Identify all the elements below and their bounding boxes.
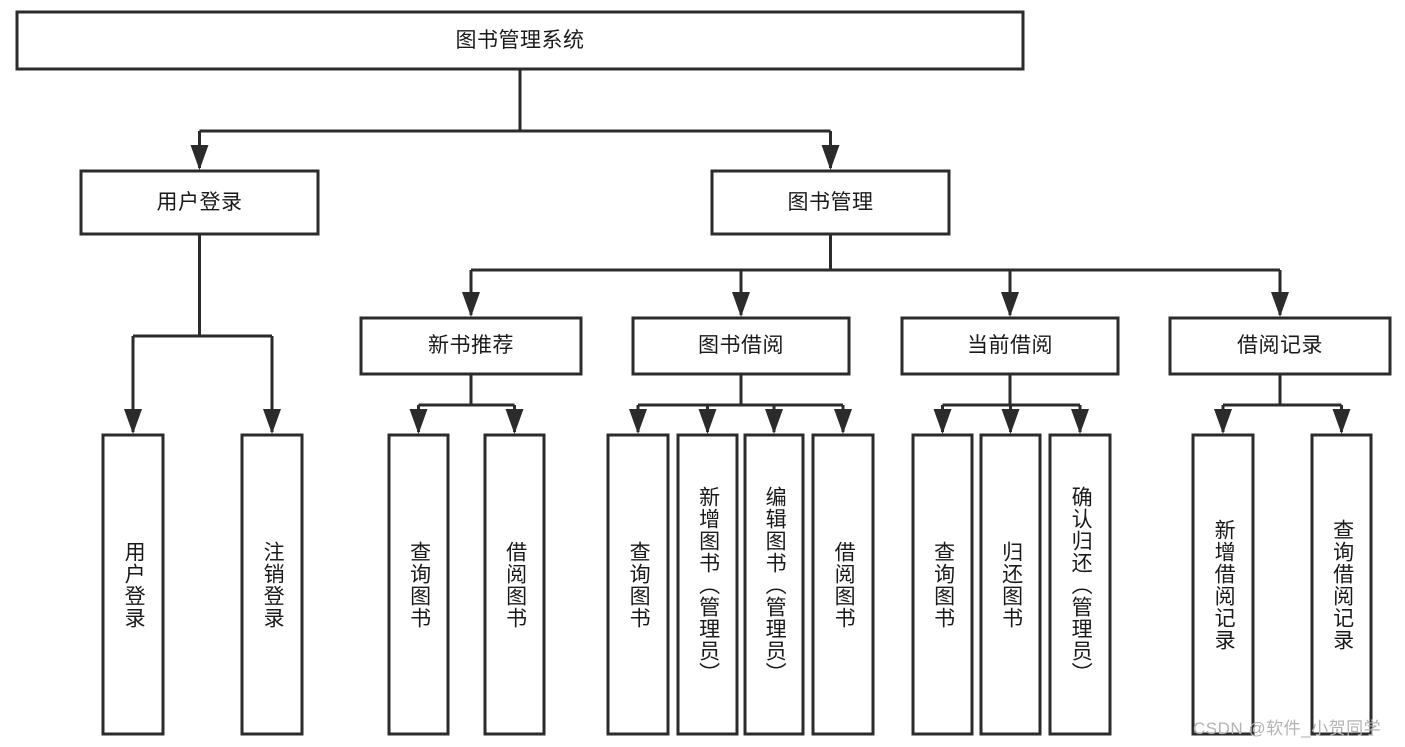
level2-node-1[interactable] <box>631 316 851 376</box>
arrow-head-leaf-1-0 <box>409 409 428 434</box>
arrow-head-leaf-2-3 <box>834 409 852 434</box>
leaf-node-9[interactable] <box>979 433 1042 736</box>
leaf-node-1[interactable] <box>240 433 304 736</box>
arrow-head-leaf-0-0 <box>124 409 142 434</box>
leaf-node-8[interactable] <box>911 433 974 736</box>
arrow-head-leaf-0-1 <box>263 409 281 434</box>
arrow-head-leaf-4-0 <box>1214 409 1232 434</box>
leaf-node-3[interactable] <box>483 433 546 736</box>
node-rect-layer <box>15 10 1392 736</box>
arrow-head-level2-3 <box>1271 292 1289 317</box>
leaf-node-5[interactable] <box>676 433 739 736</box>
arrow-head-level2-1 <box>732 292 750 317</box>
leaf-node-10[interactable] <box>1048 433 1112 736</box>
arrow-head-level2-0 <box>462 292 480 317</box>
level1-node-0[interactable] <box>79 169 320 236</box>
level1-node-1[interactable] <box>710 169 951 236</box>
connector-layer <box>124 69 1351 434</box>
leaf-node-6[interactable] <box>743 433 805 736</box>
leaf-node-0[interactable] <box>101 433 165 736</box>
arrow-head-leaf-2-0 <box>629 409 647 434</box>
arrow-head-leaf-3-1 <box>1001 409 1020 434</box>
root-node[interactable] <box>15 10 1025 71</box>
level2-node-0[interactable] <box>359 316 583 376</box>
leaf-node-2[interactable] <box>387 433 450 736</box>
csdn-watermark: CSDN @软件_小贺同学 <box>1193 719 1382 738</box>
arrow-head-leaf-4-1 <box>1332 409 1351 434</box>
leaf-node-7[interactable] <box>811 433 875 736</box>
arrow-head-leaf-1-1 <box>505 409 524 434</box>
level2-node-2[interactable] <box>900 316 1120 376</box>
arrow-head-leaf-2-2 <box>765 409 783 434</box>
arrow-head-level2-2 <box>1001 292 1019 317</box>
leaf-node-4[interactable] <box>606 433 670 736</box>
leaf-node-11[interactable] <box>1191 433 1255 736</box>
arrow-head-leaf-3-0 <box>933 409 952 434</box>
arrow-head-leaf-3-2 <box>1071 409 1089 434</box>
arrow-head-leaf-2-1 <box>698 409 717 434</box>
arrow-head-level1-1 <box>821 145 840 170</box>
leaf-node-12[interactable] <box>1310 433 1373 736</box>
arrow-head-level1-0 <box>190 145 209 170</box>
level2-node-3[interactable] <box>1168 316 1392 376</box>
